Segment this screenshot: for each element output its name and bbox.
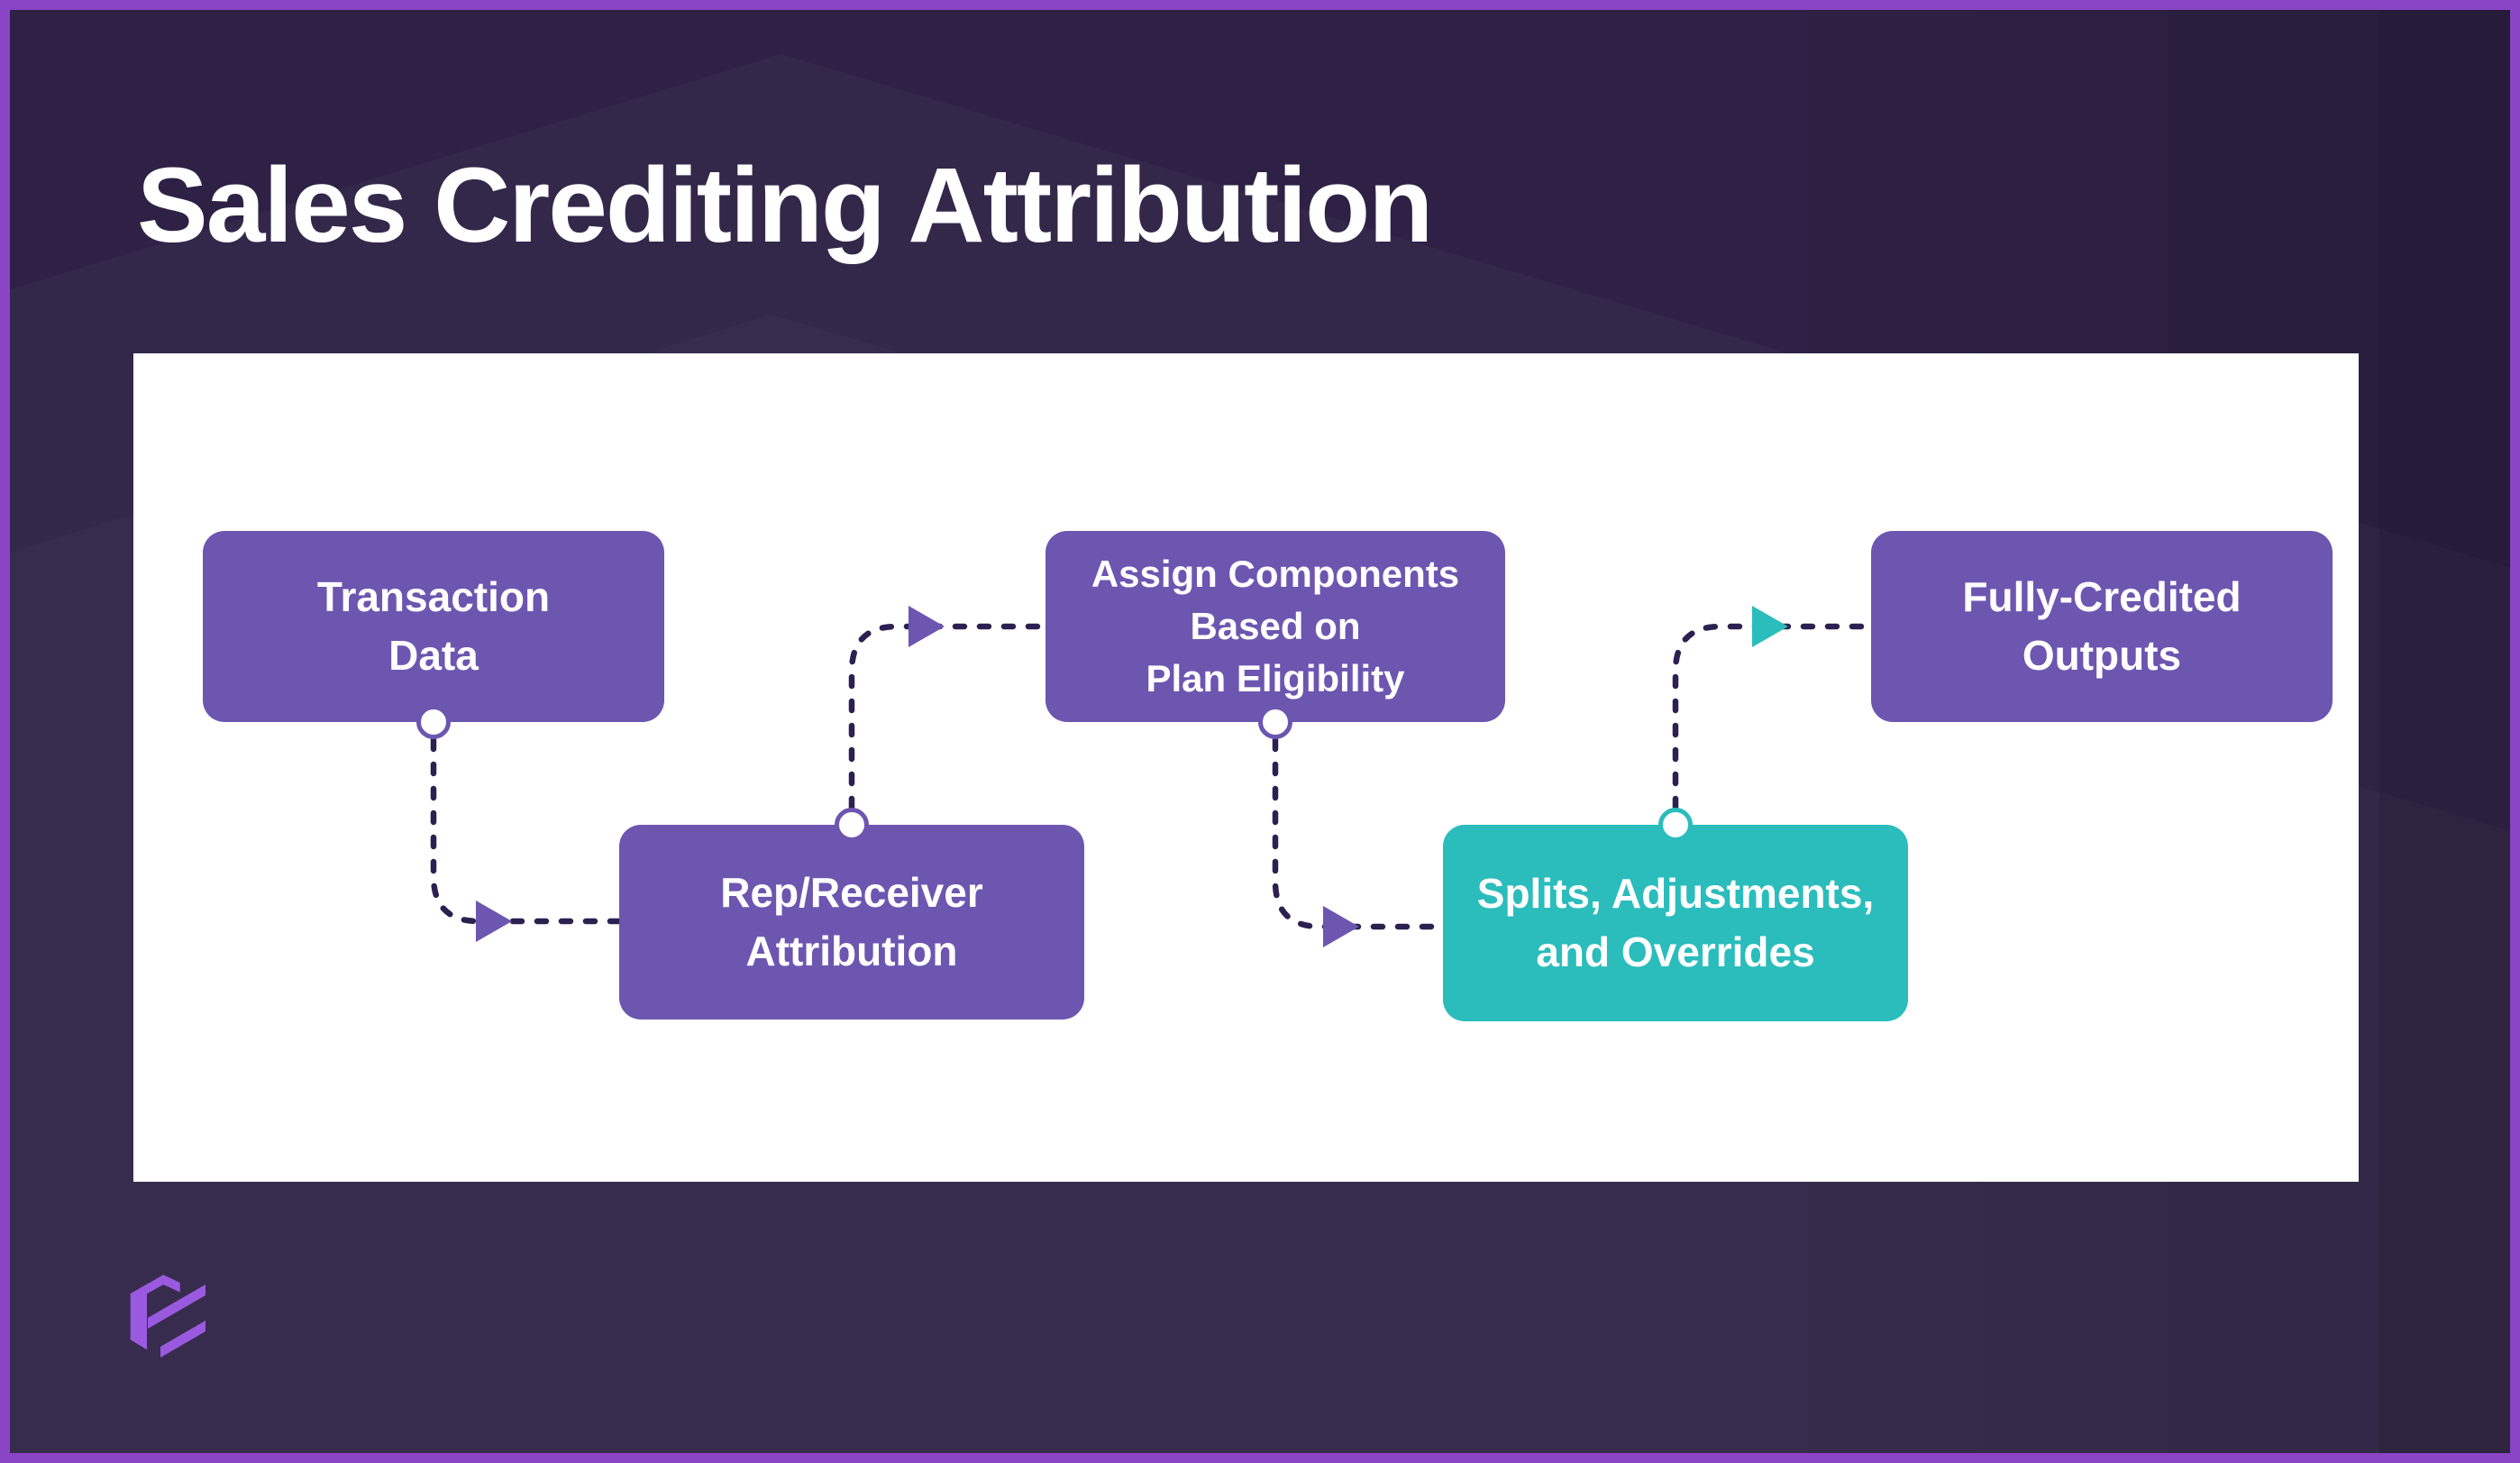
connector-port-circle xyxy=(835,808,869,842)
flow-node-splits-adjustments-overrides: Splits, Adjustments, and Overrides xyxy=(1443,825,1908,1021)
flow-node-assign-components: Assign Components Based on Plan Eligibil… xyxy=(1045,531,1505,722)
connector-port-circle xyxy=(416,705,451,739)
page-title: Sales Crediting Attribution xyxy=(137,146,1433,265)
background-stripe xyxy=(2379,0,2520,1463)
flow-node-rep-receiver-attribution: Rep/Receiver Attribution xyxy=(619,825,1084,1020)
diagram-panel xyxy=(133,353,2359,1182)
connector-port-circle xyxy=(1658,808,1693,842)
flow-node-transaction-data: Transaction Data xyxy=(203,531,664,722)
hexagonal-f-logo-icon xyxy=(130,1275,205,1358)
flow-node-fully-credited-outputs: Fully-Credited Outputs xyxy=(1871,531,2333,722)
connector-port-circle xyxy=(1258,705,1292,739)
